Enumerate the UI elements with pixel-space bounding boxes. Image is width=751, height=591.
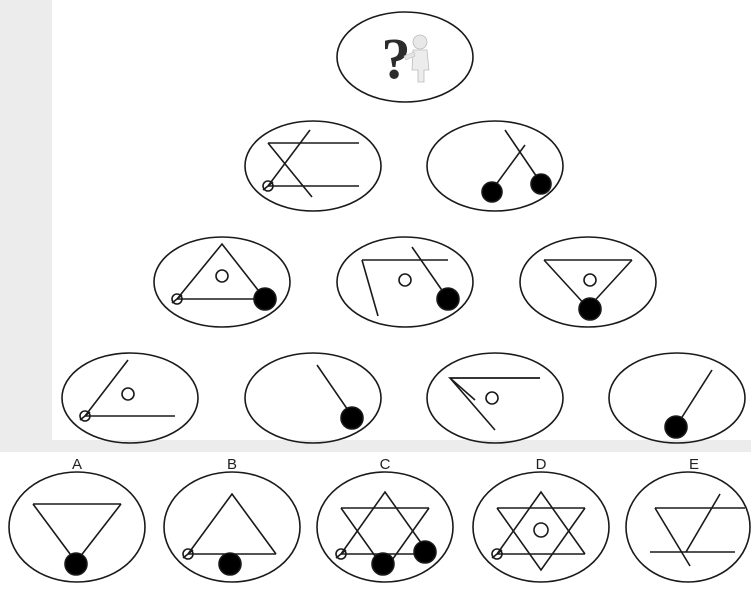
option-e-figure[interactable] <box>626 472 750 582</box>
option-c-figure[interactable] <box>317 472 453 582</box>
option-d-label[interactable]: D <box>536 456 547 473</box>
triangle-down-ball-tile <box>520 237 656 327</box>
option-b-figure[interactable] <box>164 472 300 582</box>
triangle-up-tile <box>154 237 290 327</box>
option-e-label[interactable]: E <box>689 456 699 473</box>
question-mark-figure-icon: ? <box>382 26 430 91</box>
wedge-left-tile <box>427 353 563 443</box>
option-b-label[interactable]: B <box>227 456 237 473</box>
option-d-figure[interactable] <box>473 472 609 582</box>
angle-small-circle-tile <box>62 353 198 443</box>
pendulum-ball-tile <box>245 353 381 443</box>
stick-ball-tile <box>609 353 745 443</box>
question-tile: ? <box>337 12 473 102</box>
x-pendulum-balls-tile <box>427 121 563 211</box>
hook-ball-tile <box>337 237 473 327</box>
option-c-label[interactable]: C <box>380 456 391 473</box>
option-a-label[interactable]: A <box>72 456 82 473</box>
x-lines-tile <box>245 121 381 211</box>
option-a-figure[interactable] <box>9 472 145 582</box>
